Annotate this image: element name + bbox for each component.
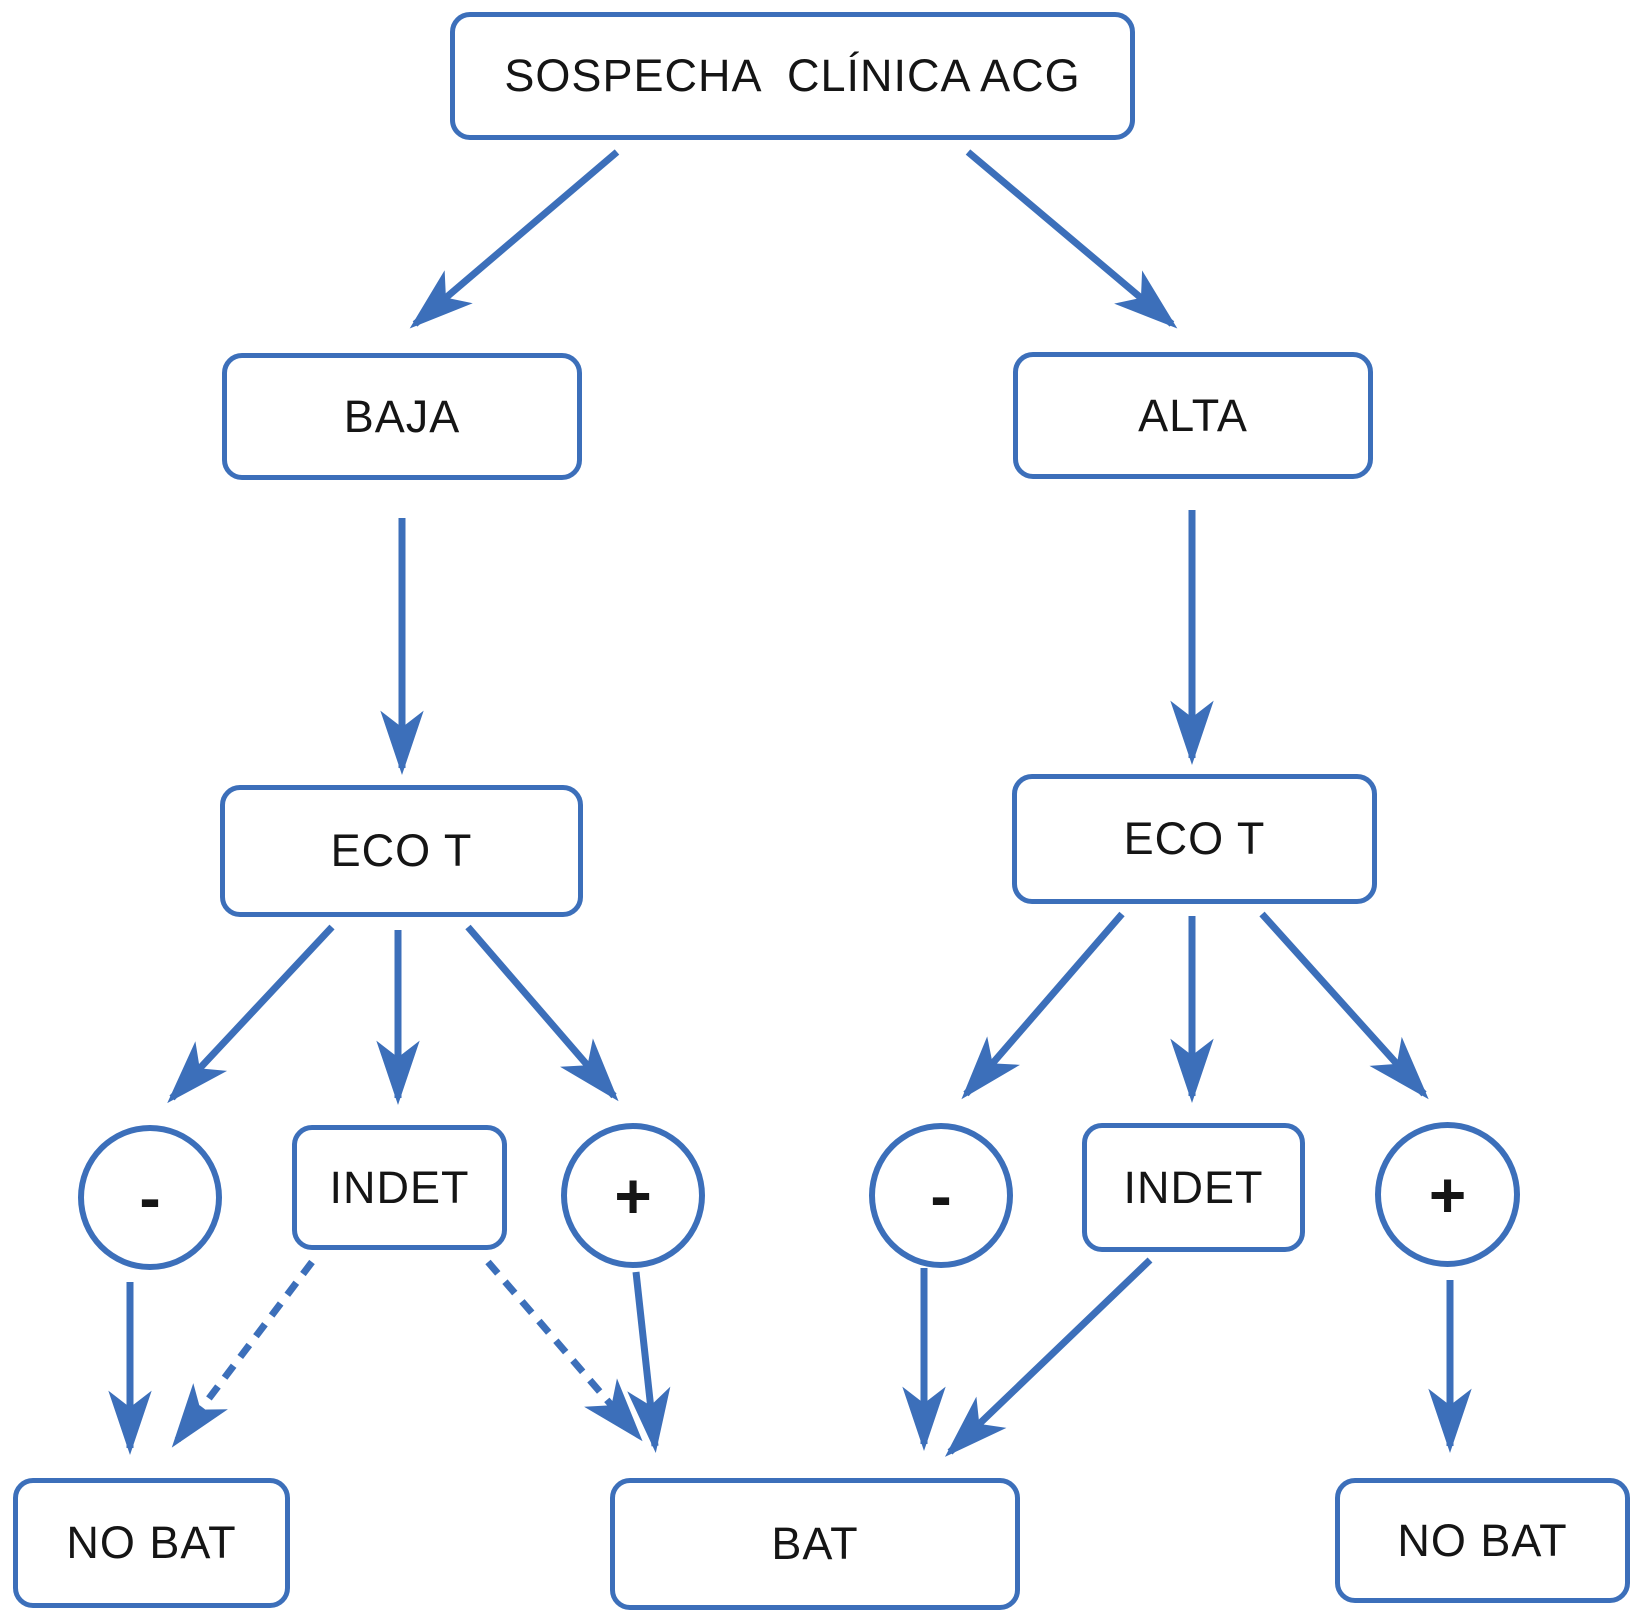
edge-eco-t-right-to-plus-right bbox=[1259, 911, 1429, 1100]
node-baja-label: BAJA bbox=[343, 390, 461, 442]
node-plus-right-label: + bbox=[1428, 1158, 1467, 1231]
node-baja: BAJA bbox=[222, 353, 582, 480]
node-no-bat-right-label: NO BAT bbox=[1397, 1514, 1568, 1566]
edge-eco-t-right-to-minus-right bbox=[961, 911, 1125, 1100]
node-eco-t-right: ECO T bbox=[1012, 774, 1377, 904]
node-no-bat-right: NO BAT bbox=[1335, 1478, 1630, 1603]
node-alta: ALTA bbox=[1013, 352, 1373, 479]
node-indet-left-label: INDET bbox=[329, 1161, 470, 1213]
node-plus-left: + bbox=[561, 1123, 705, 1268]
node-eco-t-right-label: ECO T bbox=[1123, 813, 1266, 864]
node-minus-right-label: - bbox=[930, 1159, 952, 1232]
node-plus-right: + bbox=[1375, 1122, 1520, 1267]
node-indet-right: INDET bbox=[1082, 1123, 1305, 1252]
node-minus-right: - bbox=[869, 1123, 1013, 1268]
node-bat: BAT bbox=[610, 1478, 1020, 1610]
node-sospecha-clinica-acg-label: SOSPECHA CLÍNICA ACG bbox=[504, 50, 1081, 101]
edge-eco-t-left-to-plus-left bbox=[465, 924, 619, 1102]
edge-indet-left-to-bat bbox=[485, 1259, 643, 1442]
node-indet-left: INDET bbox=[292, 1125, 507, 1250]
node-sospecha-clinica-acg: SOSPECHA CLÍNICA ACG bbox=[450, 12, 1135, 140]
edge-eco-t-left-to-minus-left bbox=[167, 924, 335, 1104]
node-indet-right-label: INDET bbox=[1123, 1161, 1264, 1213]
node-eco-t-left-label: ECO T bbox=[330, 825, 473, 876]
node-no-bat-left-label: NO BAT bbox=[66, 1517, 237, 1568]
node-minus-left: - bbox=[78, 1125, 222, 1270]
edge-sospecha-to-baja bbox=[409, 149, 620, 329]
node-minus-left-label: - bbox=[139, 1161, 161, 1234]
node-eco-t-left: ECO T bbox=[220, 785, 583, 917]
node-plus-left-label: + bbox=[614, 1159, 652, 1232]
edge-sospecha-to-alta bbox=[965, 149, 1178, 329]
node-alta-label: ALTA bbox=[1138, 389, 1248, 441]
node-no-bat-left: NO BAT bbox=[13, 1478, 290, 1608]
edge-indet-left-to-no-bat-left bbox=[171, 1259, 315, 1448]
edge-indet-right-to-bat bbox=[944, 1257, 1153, 1457]
node-bat-label: BAT bbox=[771, 1518, 859, 1569]
edge-plus-left-to-bat bbox=[627, 1271, 671, 1453]
